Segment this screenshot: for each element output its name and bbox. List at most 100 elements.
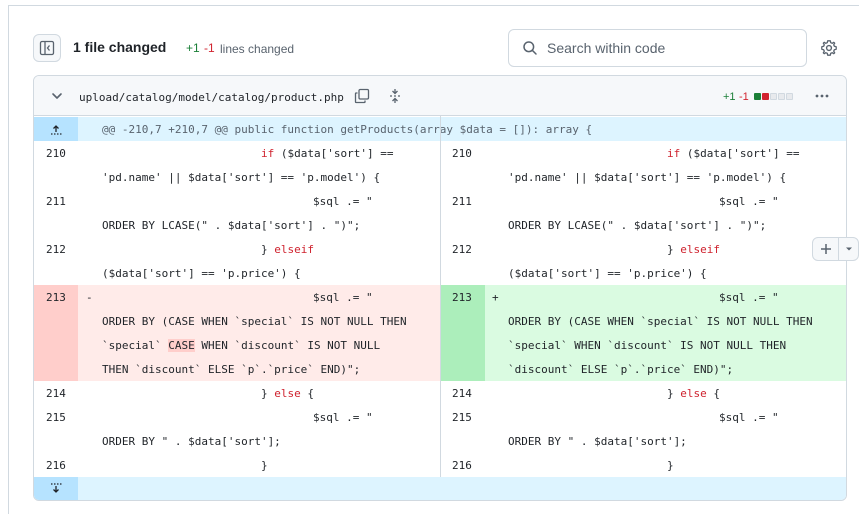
diff-row: 210 if ($data['sort'] == 210 if ($data['… [34,141,846,165]
split-divider [440,116,441,477]
addition-background [441,285,846,381]
diff-row-continued: ORDER BY LCASE(" . $data['sort'] . ")"; … [34,213,846,237]
diff-toolbar: 1 file changed +1 -1 lines changed Searc… [33,29,847,67]
add-comment-controls [812,237,859,261]
code-keyword: if [667,147,681,160]
hunk-footer-row [34,477,846,500]
removed-word-highlight: CASE [168,339,195,352]
code-line-deleted: ORDER BY (CASE WHEN `special` IS NOT NUL… [102,315,407,328]
code-text: `special` [102,339,169,352]
line-number-left[interactable]: 216 [46,459,66,472]
code-text: ($data['sort'] == [274,147,394,160]
settings-gear-button[interactable] [820,39,838,57]
line-number-left[interactable]: 211 [46,195,66,208]
diffstat-block-neutral [778,93,785,100]
code-line-added: ORDER BY (CASE WHEN `special` IS NOT NUL… [508,315,813,328]
expand-down-icon [51,483,62,493]
deletion-gutter [34,285,78,381]
expand-down-button[interactable] [34,477,78,500]
line-number-right[interactable]: 212 [452,243,472,256]
file-additions: +1 [723,91,736,103]
diffstat-block-added [754,93,761,100]
caret-down-icon [845,247,852,251]
code-line: if ($data['sort'] == [667,147,799,160]
code-line: } else { [667,387,720,400]
hunk-header-text: @@ -210,7 +210,7 @@ public function getP… [102,123,593,136]
file-header: upload/catalog/model/catalog/product.php… [34,76,846,116]
deletions-count: -1 [204,41,215,55]
code-text: } [261,243,275,256]
line-number-left[interactable]: 213 [46,291,66,304]
code-text: ($data['sort'] == [680,147,800,160]
code-keyword: elseif [680,243,720,256]
code-line-deleted: `special` CASE WHEN `discount` IS NOT NU… [102,339,380,352]
code-line-deleted: THEN `discount` ELSE `p`.`price` END)"; [102,363,361,376]
copy-icon[interactable] [354,88,370,104]
diff-row-continued: ORDER BY " . $data['sort']; ORDER BY " .… [34,429,846,453]
diffstat-block-neutral [786,93,793,100]
code-text: WHEN `discount` IS NOT NULL [194,339,381,352]
changed-block: 213 - $sql .= " ORDER BY (CASE WHEN `spe… [34,285,846,381]
code-line: if ($data['sort'] == [261,147,393,160]
line-number-left[interactable]: 215 [46,411,66,424]
code-line: } elseif [261,243,314,256]
comment-options-dropdown[interactable] [838,237,859,261]
code-line-added: $sql .= " [719,291,779,304]
code-line: 'pd.name' || $data['sort'] == 'p.model')… [102,171,381,184]
frame-left-border [8,5,9,514]
kebab-menu-icon[interactable] [814,88,830,104]
addition-marker: + [492,291,499,304]
code-line: } elseif [667,243,720,256]
diff-row: 211 $sql .= " 211 $sql .= " [34,189,846,213]
sidebar-collapse-icon [39,40,55,56]
code-text: { [706,387,720,400]
code-keyword: if [261,147,275,160]
code-line: } [667,459,674,472]
files-changed-count: 1 file changed [73,39,167,55]
search-icon [522,40,538,56]
code-line: } [261,459,268,472]
code-line: $sql .= " [313,411,373,424]
line-number-left[interactable]: 210 [46,147,66,160]
file-path-link[interactable]: upload/catalog/model/catalog/product.php [79,91,344,104]
code-keyword: elseif [274,243,314,256]
add-comment-button[interactable] [812,237,839,261]
frame-top-border [8,5,859,6]
line-number-left[interactable]: 212 [46,243,66,256]
expand-up-button[interactable] [34,117,78,141]
line-number-right[interactable]: 210 [452,147,472,160]
code-text: } [667,387,681,400]
line-number-right[interactable]: 215 [452,411,472,424]
line-number-left[interactable]: 214 [46,387,66,400]
deletion-marker: - [86,291,93,304]
code-line: $sql .= " [719,411,779,424]
diff-row-continued: 'pd.name' || $data['sort'] == 'p.model')… [34,165,846,189]
chevron-down-icon[interactable] [50,89,64,103]
line-number-right[interactable]: 214 [452,387,472,400]
code-line: $sql .= " [719,195,779,208]
file-tree-toggle-button[interactable] [33,34,61,62]
expand-up-icon [51,125,62,135]
line-number-right[interactable]: 211 [452,195,472,208]
gear-icon [821,40,837,56]
code-line: ($data['sort'] == 'p.price') { [508,267,707,280]
expand-all-icon[interactable] [388,88,402,104]
additions-count: +1 [186,41,200,55]
code-line: ORDER BY LCASE(" . $data['sort'] . ")"; [102,219,361,232]
code-line: } else { [261,387,314,400]
search-placeholder: Search within code [547,40,666,56]
diff-row: 216 } 216 } [34,453,846,477]
code-line: 'pd.name' || $data['sort'] == 'p.model')… [508,171,787,184]
code-text: } [667,243,681,256]
line-number-right[interactable]: 216 [452,459,472,472]
diff-row: 214 } else { 214 } else { [34,381,846,405]
diffstat-blocks [754,93,793,100]
code-line: ORDER BY LCASE(" . $data['sort'] . ")"; [508,219,767,232]
diffstat-block-removed [762,93,769,100]
file-diff-card: upload/catalog/model/catalog/product.php… [33,75,847,501]
lines-changed-label: lines changed [220,42,295,56]
diff-row-continued: ($data['sort'] == 'p.price') { ($data['s… [34,261,846,285]
line-number-right[interactable]: 213 [452,291,472,304]
code-text: { [300,387,314,400]
search-within-code-input[interactable]: Search within code [508,29,807,67]
